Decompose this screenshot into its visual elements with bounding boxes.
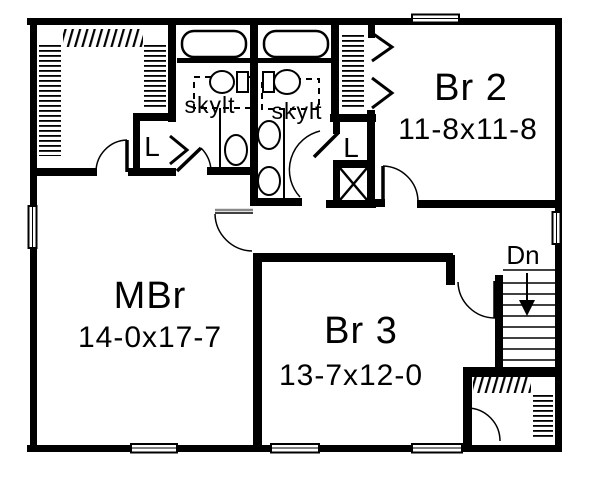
br2-closet-rod [342, 35, 364, 107]
bifold-door-icon-linen1 [169, 134, 190, 166]
door-mbr-entry [214, 208, 253, 252]
wall-linen2-west-stub [333, 114, 340, 134]
bifold-door-icon-br2-closet-2 [371, 76, 395, 110]
skylight-label-bath2: skylt [272, 98, 323, 124]
wall-br3-closet-west [463, 367, 472, 445]
mbr-closet-rod-left [39, 44, 61, 156]
door-bath2-linen2 [288, 130, 340, 198]
skylight-dashed-outline-bath2 [261, 78, 320, 110]
wall-mbr-closet-bottom-w [37, 168, 97, 176]
door-br2 [381, 165, 419, 202]
wall-stair-west [495, 275, 503, 370]
mbr-closet-rod-top [63, 29, 143, 47]
room-label-br2: Br 2 [434, 67, 508, 109]
room-label-mbr: MBr [114, 275, 187, 317]
wall-bath-divider [250, 25, 258, 206]
br3-closet-rod-right [533, 393, 553, 437]
bathtub-icon-bath1 [180, 29, 248, 59]
door-stair-landing [457, 281, 497, 319]
door-bath1 [175, 146, 212, 173]
door-mbr-closet [95, 139, 129, 173]
wall-linen1-top [133, 113, 176, 121]
doors [95, 130, 501, 442]
linen-closet-label-2: L [343, 132, 359, 163]
wall-bath1-bottom [207, 167, 254, 175]
tub-front-wall-bath2 [258, 58, 334, 63]
br3-closet-rod-top [473, 377, 531, 393]
wall-top [27, 18, 562, 25]
interior-walls [37, 25, 562, 452]
wall-br3-top [253, 253, 453, 262]
window-bottom-3 [411, 443, 463, 454]
wall-br3-jog [446, 255, 455, 285]
windows [27, 13, 562, 454]
wall-stair-bottom [463, 367, 562, 377]
room-dims-br2: 11-8x11-8 [398, 113, 538, 146]
skylight-label-bath1: skylt [185, 92, 236, 118]
wall-bath2-east [331, 25, 339, 117]
tub-front-wall-bath1 [177, 58, 251, 63]
chase-x-box [339, 167, 368, 201]
wall-chase-west [333, 160, 340, 208]
room-label-br3: Br 3 [324, 310, 398, 352]
wall-linen2-east [367, 110, 375, 208]
stairs-down-arrow-icon [519, 273, 535, 316]
door-br3-closet [466, 407, 501, 442]
window-left [27, 205, 38, 249]
wall-linen2-top [330, 114, 376, 122]
closet-hatching [39, 29, 553, 437]
bathtub-icon-bath2 [262, 29, 330, 59]
stairs-down-label: Dn [506, 240, 539, 270]
wall-br2-door-stub [375, 199, 385, 207]
wall-mbr-br3-divider [253, 253, 262, 452]
wall-chase-bottom [326, 200, 376, 208]
room-dims-mbr: 14-0x17-7 [78, 321, 222, 354]
sink-icon-bath1 [209, 70, 249, 94]
wall-mbr-closet-bottom-e [128, 168, 176, 176]
wall-linen2-chase-divider [333, 160, 374, 168]
window-bottom-1 [130, 443, 178, 454]
wall-closet-bath1 [168, 25, 176, 122]
window-top [411, 13, 460, 24]
sink-icon-bath2 [262, 69, 301, 95]
stairs [503, 269, 555, 361]
wall-br2-bottom [417, 200, 562, 208]
toilet-icon-bath1 [224, 134, 248, 166]
linen-closet-label-1: L [144, 131, 160, 162]
mbr-closet-rod-right [144, 44, 166, 108]
wall-linen1-west [133, 113, 140, 176]
wall-bath2-bottom [250, 198, 302, 206]
window-right [551, 211, 562, 245]
toilet-icon-bath2 [257, 120, 281, 150]
window-bottom-2 [270, 443, 320, 454]
room-dims-br3: 13-7x12-0 [279, 359, 423, 392]
wall-br2-closet-stub [368, 25, 375, 38]
bifold-doors [169, 31, 395, 166]
sink-bowl-icon-bath2 [257, 166, 281, 196]
bifold-door-icon-br2-closet-1 [371, 31, 395, 63]
